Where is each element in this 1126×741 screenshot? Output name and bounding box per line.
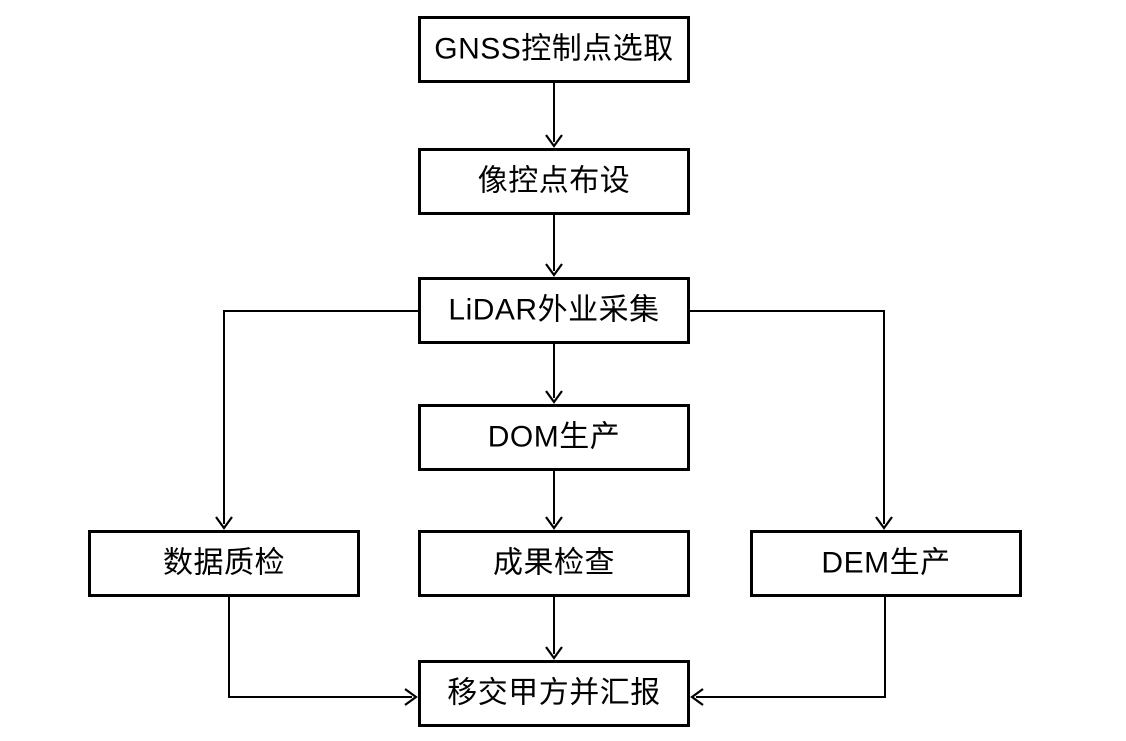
- node-box[interactable]: [418, 660, 690, 727]
- connector-xiangkong-to-lidar: [545, 215, 563, 277]
- node-label: 成果检查: [493, 546, 615, 579]
- node-gnss[interactable]: GNSS控制点选取: [418, 16, 690, 83]
- node-dem[interactable]: DEM生产: [750, 530, 1022, 597]
- node-lidar[interactable]: LiDAR外业采集: [418, 277, 690, 344]
- arrowhead-down-icon: [545, 134, 563, 148]
- node-label: 移交甲方并汇报: [447, 676, 661, 709]
- node-box[interactable]: [750, 530, 1022, 597]
- node-box[interactable]: [88, 530, 360, 597]
- node-box[interactable]: [418, 404, 690, 471]
- arrowhead-down-icon: [875, 516, 893, 530]
- node-label: 数据质检: [163, 546, 285, 579]
- connector-chengguo-to-yijiao: [545, 597, 563, 660]
- node-yijiao[interactable]: 移交甲方并汇报: [418, 660, 690, 727]
- arrowhead-right-icon: [404, 688, 418, 706]
- node-box[interactable]: [418, 16, 690, 83]
- node-zhijian[interactable]: 数据质检: [88, 530, 360, 597]
- connector-line: [690, 310, 885, 524]
- connector-lidar-to-zhijian: [215, 310, 418, 530]
- connector-zhijian-to-yijiao: [228, 597, 418, 706]
- node-box[interactable]: [418, 530, 690, 597]
- node-label: 像控点布设: [478, 164, 631, 197]
- connector-line: [696, 597, 886, 698]
- connector-lidar-to-dem: [690, 310, 893, 530]
- node-label: GNSS控制点选取: [434, 32, 674, 65]
- connector-layer: [215, 83, 893, 706]
- arrowhead-down-icon: [545, 516, 563, 530]
- connector-line: [223, 310, 418, 524]
- connector-dem-to-yijiao: [690, 597, 886, 706]
- connector-gnss-to-xiangkong: [545, 83, 563, 148]
- node-label: DOM生产: [488, 420, 621, 453]
- connector-dom-to-chengguo: [545, 471, 563, 530]
- arrowhead-down-icon: [215, 516, 233, 530]
- arrowhead-left-icon: [690, 688, 704, 706]
- node-label: LiDAR外业采集: [448, 293, 659, 326]
- node-label: DEM生产: [821, 546, 950, 579]
- node-xiangkong[interactable]: 像控点布设: [418, 148, 690, 215]
- connector-line: [228, 597, 412, 698]
- node-chengguo[interactable]: 成果检查: [418, 530, 690, 597]
- connector-lidar-to-dom: [545, 344, 563, 404]
- arrowhead-down-icon: [545, 390, 563, 404]
- node-dom[interactable]: DOM生产: [418, 404, 690, 471]
- arrowhead-down-icon: [545, 263, 563, 277]
- node-box[interactable]: [418, 148, 690, 215]
- arrowhead-down-icon: [545, 646, 563, 660]
- node-box[interactable]: [418, 277, 690, 344]
